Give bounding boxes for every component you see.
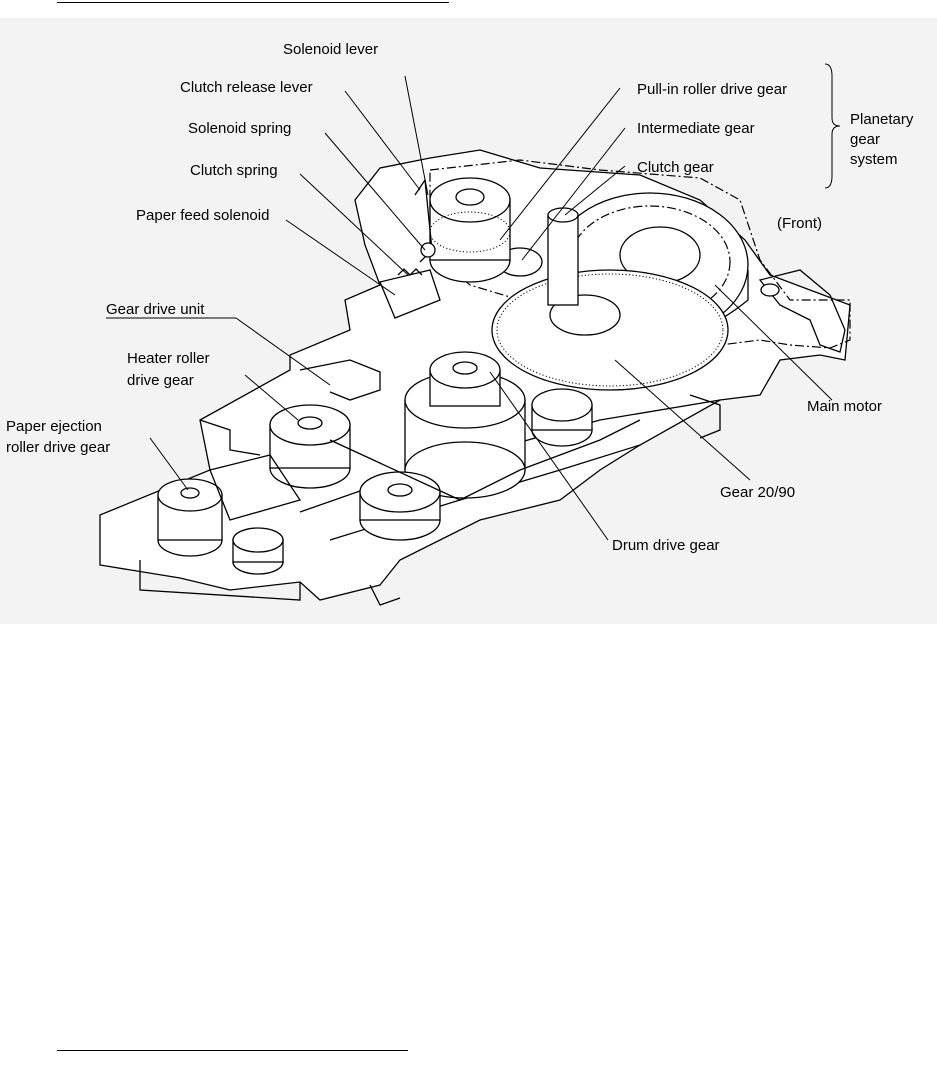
front-bracket-boss [761,284,779,296]
ejection-gear-top [158,479,222,511]
label-clutch-gear: Clutch gear [637,159,714,176]
label-drum-drive-gear: Drum drive gear [612,537,720,554]
clutch-gear-column [548,215,578,305]
idler-gear-top [532,389,592,421]
label-heater-roller-drive-gear-line1: Heater roller [127,350,210,367]
label-front: (Front) [777,215,822,232]
label-clutch-spring: Clutch spring [190,162,278,179]
label-paper-feed-solenoid: Paper feed solenoid [136,207,269,224]
solenoid-spring-shape [421,243,435,257]
label-paper-ejection-roller-drive-gear-line1: Paper ejection [6,418,102,435]
clutch-gear-top [548,208,578,222]
label-planetary-gear-system-line3: system [850,151,898,168]
label-clutch-release-lever: Clutch release lever [180,79,313,96]
label-paper-ejection-roller-drive-gear-line2: roller drive gear [6,439,110,456]
heater-roller-gear-top [270,405,350,445]
label-main-motor: Main motor [807,398,882,415]
label-heater-roller-drive-gear-line2: drive gear [127,372,194,389]
gear-drive-unit-diagram: Solenoid lever Clutch release lever Sole… [0,0,937,624]
frame-step-2 [370,585,400,605]
planetary-brace [825,64,840,188]
label-gear-20-90: Gear 20/90 [720,484,795,501]
label-pull-in-roller-drive-gear: Pull-in roller drive gear [637,81,787,98]
label-gear-drive-unit: Gear drive unit [106,301,205,318]
leader-paper-ejection-roller-drive-gear [150,438,188,490]
label-solenoid-spring: Solenoid spring [188,120,291,137]
front-gear-top [360,472,440,512]
gear-20-90-shape [492,270,728,390]
label-solenoid-lever: Solenoid lever [283,41,378,58]
drum-drive-gear-cap [430,352,500,388]
label-planetary-gear-system-line1: Planetary [850,111,914,128]
bottom-rule [57,1050,408,1051]
label-planetary-gear-system-line2: gear [850,131,880,148]
pull-in-roller-gear-top [430,178,510,222]
ejection-idler-top [233,528,283,552]
label-intermediate-gear: Intermediate gear [637,120,755,137]
